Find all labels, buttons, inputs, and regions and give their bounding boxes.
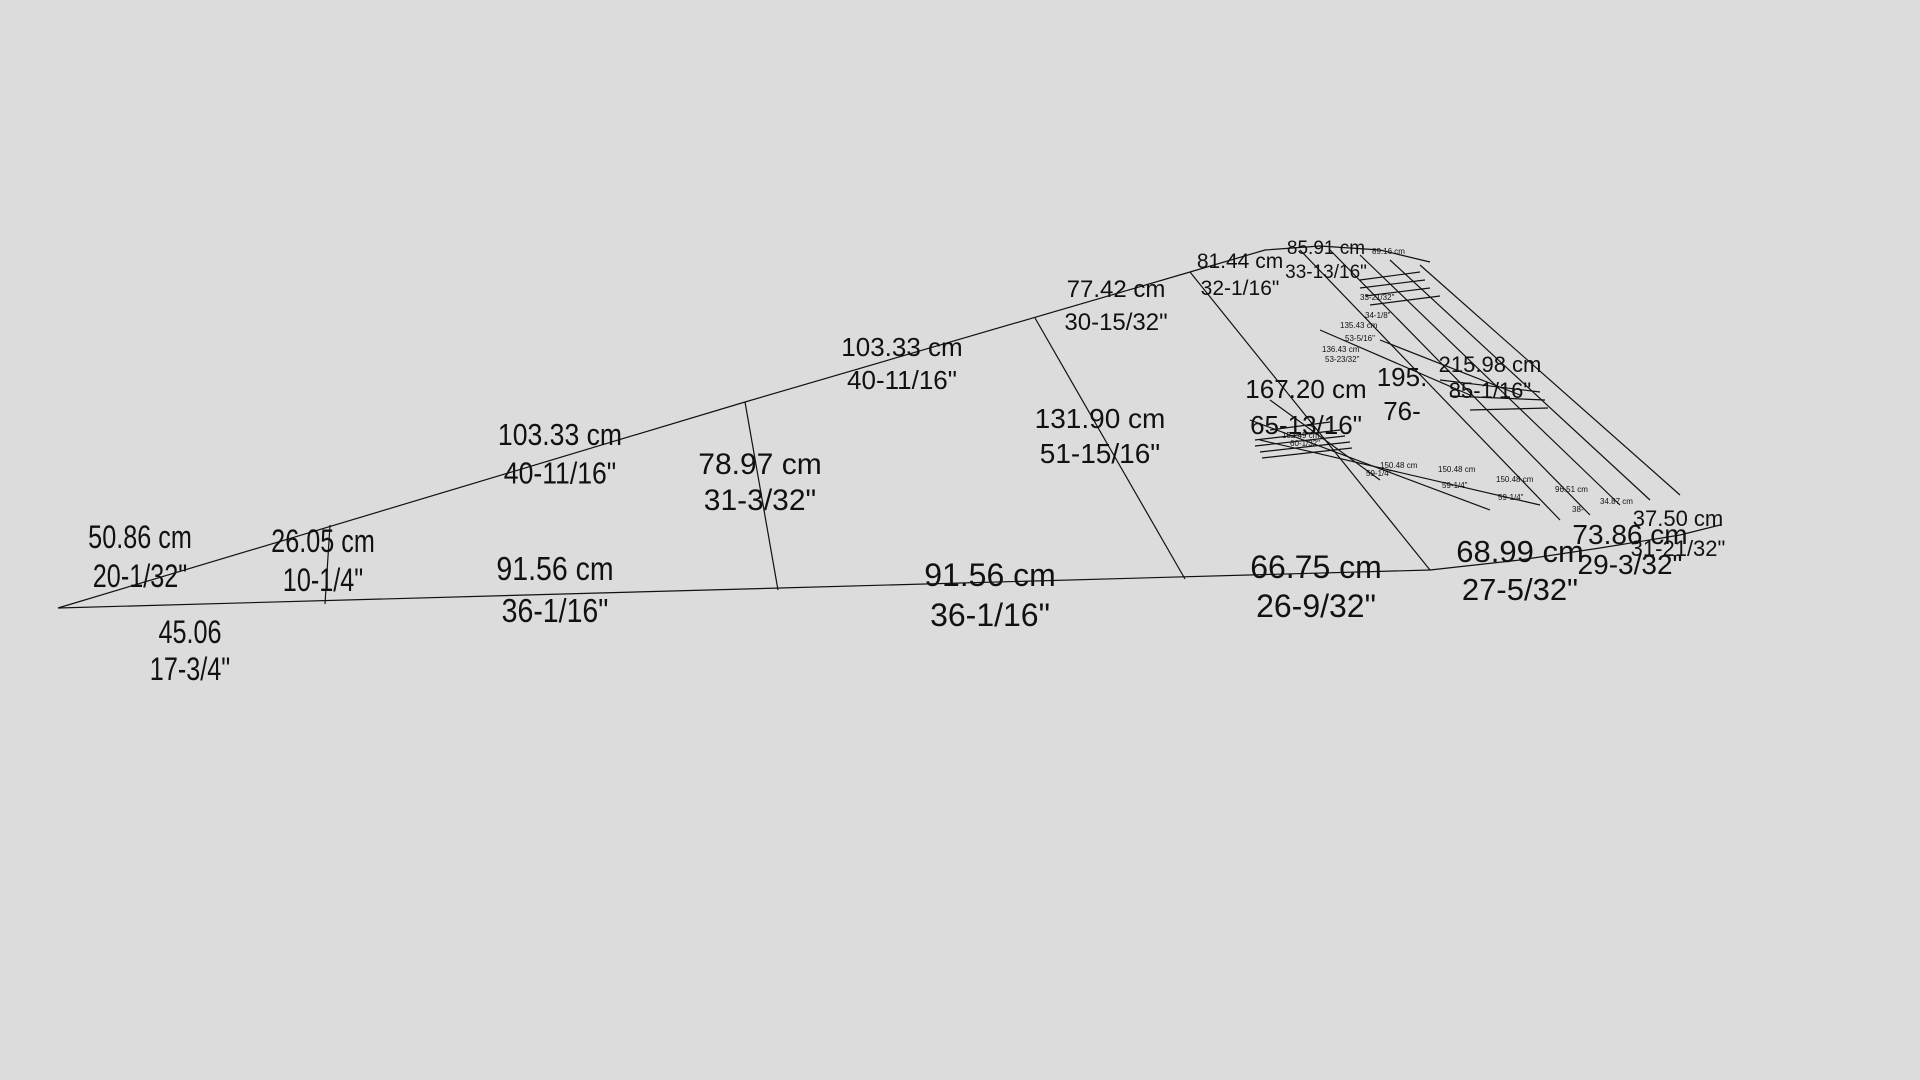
dimension-label-7: 103.33 cm 40-11/16" [841, 332, 962, 395]
dense-label: 60-1/32" [1290, 439, 1320, 448]
dimension-cm: 50.86 cm [88, 520, 192, 556]
dense-label: 38- [1572, 505, 1584, 514]
dimension-labels: 50.86 cm 20-1/32" 26.05 cm 10-1/4" 45.06… [88, 238, 1725, 688]
edge-vertical-1 [744, 401, 779, 591]
dimension-label-10: 131.90 cm 51-15/16" [1035, 403, 1166, 469]
dimension-inches: 31-21/32" [1631, 536, 1726, 561]
dense-label: 150.48 cm [1496, 475, 1534, 484]
dimension-cm: 66.75 cm [1250, 549, 1382, 585]
dense-label: 135.43 cm [1340, 321, 1378, 330]
dimension-inches: 40-11/16" [847, 365, 957, 395]
edge-left-tick [324, 524, 331, 605]
dimension-cm: 77.42 cm [1067, 276, 1166, 303]
dimension-cm: 91.56 cm [496, 550, 613, 587]
dimension-inches: 17-3/4" [150, 652, 230, 688]
dense-label: 59-1/4" [1442, 481, 1468, 490]
dense-label: 33-21/32" [1360, 293, 1395, 302]
dense-label: 34-1/8" [1365, 311, 1391, 320]
dimension-cm: 81.44 cm [1197, 250, 1283, 273]
dimension-cm: 195. [1377, 362, 1428, 392]
dimension-cm: 37.50 cm [1633, 506, 1724, 531]
dense-scribble-marks [1254, 271, 1549, 459]
dimension-label-9: 77.42 cm 30-15/32" [1064, 276, 1167, 336]
dimension-inches: 33-13/16" [1285, 262, 1367, 283]
dimension-label-11: 81.44 cm 32-1/16" [1197, 250, 1283, 300]
dimension-inches: 10-1/4" [283, 563, 363, 599]
dimension-cm: 26.05 cm [271, 524, 375, 560]
dimension-label-1: 50.86 cm 20-1/32" [88, 520, 192, 595]
edge-diag-8 [1269, 399, 1381, 481]
dimension-label-5: 91.56 cm 36-1/16" [496, 550, 613, 629]
dimension-label-12: 66.75 cm 26-9/32" [1250, 549, 1382, 624]
edge-diag-5 [1419, 264, 1681, 496]
dimension-cm: 103.33 cm [498, 418, 622, 452]
edge-top-curve [1189, 245, 1431, 273]
dimension-cm: 167.20 cm [1245, 374, 1366, 404]
dimension-label-13: 68.99 cm 27-5/32" [1456, 534, 1584, 607]
dimension-inches: 36-1/16" [502, 592, 609, 629]
dense-label: 59-1/4" [1366, 469, 1392, 478]
edge-diag-1 [1299, 249, 1561, 521]
dimension-label-19: 215.98 cm 85-1/16" [1439, 352, 1542, 403]
dense-label: 53-5/16" [1345, 334, 1375, 343]
dimension-inches: 51-15/16" [1040, 438, 1160, 469]
dense-label: 150.48 cm [1438, 465, 1476, 474]
dimension-inches: 29-3/32" [1578, 549, 1683, 580]
dimension-label-16: 85.91 cm 33-13/16" [1285, 238, 1367, 283]
dense-label: 59-1/4" [1498, 493, 1524, 502]
dimension-cm: 85.91 cm [1287, 238, 1365, 259]
dense-label: 136.43 cm [1322, 345, 1360, 354]
dimension-label-3: 45.06 17-3/4" [150, 615, 230, 687]
dimension-cm: 78.97 cm [698, 448, 821, 481]
dimension-label-14: 167.20 cm 65-13/16" [1245, 374, 1366, 440]
dimension-cm: 131.90 cm [1035, 403, 1166, 434]
edge-vertical-2 [1034, 317, 1186, 580]
dense-label: 150.48 cm [1380, 461, 1418, 470]
drawing-edges [57, 245, 1721, 609]
dense-label: 96.51 cm [1555, 485, 1588, 494]
dimension-inches: 20-1/32" [93, 559, 187, 595]
edge-diag-7 [1259, 439, 1541, 506]
edge-diag-10 [1379, 339, 1521, 396]
dimension-label-15: 195. 76- [1377, 362, 1428, 426]
dimension-label-4: 103.33 cm 40-11/16" [498, 418, 622, 491]
dimension-inches: 31-3/32" [704, 484, 816, 517]
dimension-label-17: 73.86 cm 29-3/32" [1572, 519, 1687, 580]
edge-base [57, 569, 1431, 609]
dense-label: 53-23/32" [1325, 355, 1360, 364]
dimension-label-6: 78.97 cm 31-3/32" [698, 448, 821, 517]
dense-label: 152.49 cm [1282, 431, 1320, 440]
edge-diag-3 [1359, 254, 1621, 506]
edge-diag-9 [1319, 329, 1471, 396]
dense-label: 34.87 cm [1600, 497, 1633, 506]
dimension-cm: 215.98 cm [1439, 352, 1542, 377]
dimension-label-2: 26.05 cm 10-1/4" [271, 524, 375, 599]
dimension-inches: 30-15/32" [1064, 309, 1167, 336]
edge-top-mid [744, 271, 1191, 403]
dimension-inches: 76- [1383, 396, 1421, 426]
dimension-cm: 68.99 cm [1456, 534, 1584, 569]
dense-label: 89.16 cm [1372, 247, 1405, 256]
dimension-inches: 36-1/16" [930, 597, 1050, 633]
dimension-label-18: 37.50 cm 31-21/32" [1631, 506, 1726, 561]
dimension-inches: 32-1/16" [1201, 277, 1280, 300]
edge-right-curve [1429, 524, 1721, 571]
edge-diag-4 [1389, 259, 1651, 501]
edge-vertical-3 [1189, 271, 1431, 571]
dimension-inches: 26-9/32" [1256, 588, 1376, 624]
dimension-cm: 45.06 [158, 615, 221, 651]
dimension-cm: 91.56 cm [924, 557, 1056, 593]
dimension-label-8: 91.56 cm 36-1/16" [924, 557, 1056, 633]
dimension-cm: 73.86 cm [1572, 519, 1687, 550]
dimension-cm: 103.33 cm [841, 332, 962, 362]
dimension-inches: 40-11/16" [504, 457, 616, 491]
edge-top-left [57, 401, 746, 609]
dimension-inches: 27-5/32" [1462, 572, 1578, 607]
dense-dimension-cluster: 89.16 cm 34-1/8" 33-21/32" 135.43 cm 53-… [1282, 247, 1633, 514]
